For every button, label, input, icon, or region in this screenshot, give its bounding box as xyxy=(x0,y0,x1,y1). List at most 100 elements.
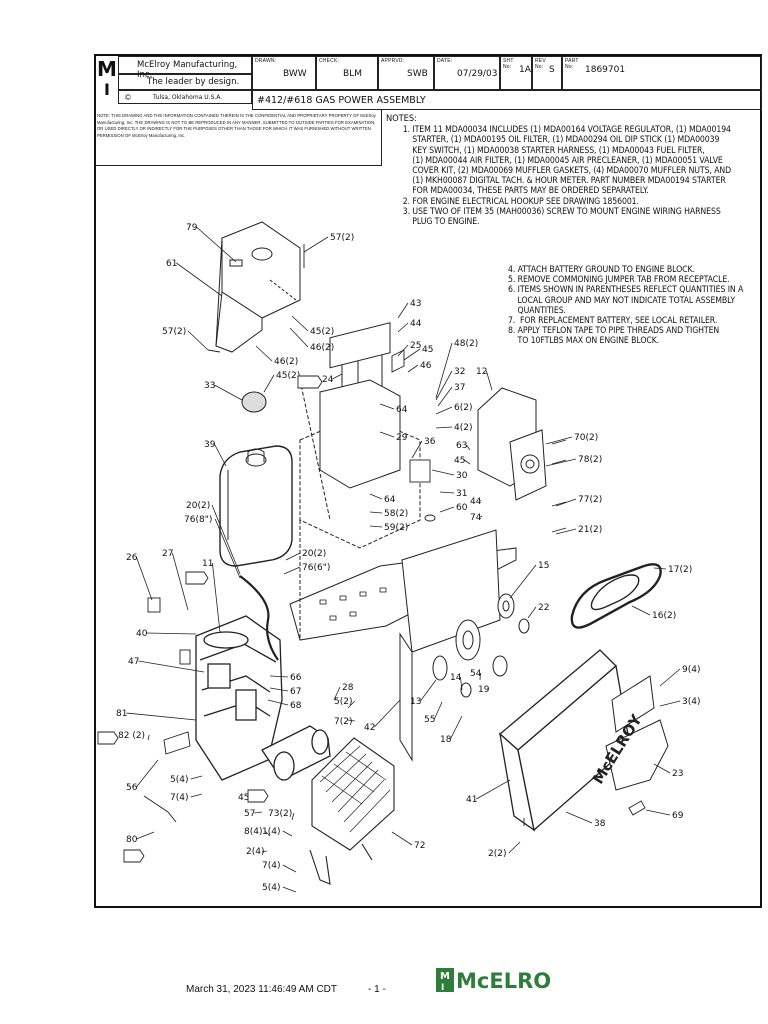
leader-line xyxy=(476,779,511,800)
note-line: COVER KIT, (2) MDA00069 MUFFLER GASKETS,… xyxy=(402,165,732,176)
leader-line xyxy=(282,886,297,893)
svg-text:M: M xyxy=(440,971,450,982)
callout-c31: 31 xyxy=(456,489,467,499)
callout-c45d: 45 xyxy=(454,456,465,466)
date-label: DATE: xyxy=(437,58,453,64)
leader-line xyxy=(264,830,271,837)
leader-line xyxy=(214,443,227,467)
note-flag-1 xyxy=(185,571,209,585)
date-cell: DATE: 07/29/03 xyxy=(434,56,500,90)
date-value: 07/29/03 xyxy=(457,69,498,79)
leader-line xyxy=(450,715,463,740)
leader-line xyxy=(176,262,223,297)
note-line: STARTER, (1) MDA00195 OIL FILTER, (1) MD… xyxy=(402,134,720,145)
leader-line xyxy=(437,386,453,407)
sheet-label: SHT No: xyxy=(503,58,514,70)
leader-line xyxy=(267,699,289,706)
leader-line xyxy=(269,687,289,692)
svg-text:I: I xyxy=(441,983,444,993)
note-line: 7. FOR REPLACEMENT BATTERY, SEE LOCAL RE… xyxy=(508,315,718,326)
callout-c78: 78(2) xyxy=(578,455,602,465)
sheet-cell: SHT No: 1A xyxy=(500,56,532,90)
callout-c7d: 7(4) xyxy=(262,861,280,871)
leader-line xyxy=(509,564,537,599)
leader-line xyxy=(190,793,203,798)
disclaimer-cell xyxy=(94,110,382,166)
note-flag-7 xyxy=(297,375,323,389)
callout-c82: 82 (2) xyxy=(118,731,145,741)
muffler-guard xyxy=(309,737,395,885)
callout-c41: 41 xyxy=(466,795,477,805)
callout-c64b: 64 xyxy=(384,495,396,505)
callout-c7b: 7(2) xyxy=(334,717,352,727)
leader-line xyxy=(333,686,341,701)
callout-c19: 19 xyxy=(478,685,490,695)
location: Tulsa, Oklahoma U.S.A. xyxy=(153,94,223,101)
drawing-frame xyxy=(94,54,762,908)
part-value: 1869701 xyxy=(585,65,626,75)
callout-c60: 60 xyxy=(456,503,468,513)
callout-c29: 29 xyxy=(396,433,408,443)
leader-line xyxy=(285,552,301,561)
engine xyxy=(195,615,331,781)
callout-c66: 66 xyxy=(290,673,302,683)
callout-c38: 38 xyxy=(594,819,606,829)
note-flag-3 xyxy=(97,731,119,745)
leader-line xyxy=(283,566,301,575)
callout-c61: 61 xyxy=(166,259,177,269)
callout-c70: 70(2) xyxy=(574,433,598,443)
leader-line xyxy=(289,327,309,348)
leader-line xyxy=(369,525,383,528)
leader-line xyxy=(369,493,383,500)
leader-line xyxy=(138,660,205,673)
leader-line xyxy=(369,511,383,514)
svg-text:M: M xyxy=(97,57,117,81)
leader-line xyxy=(397,322,409,333)
callout-c48: 48(2) xyxy=(454,339,478,349)
leader-line xyxy=(136,556,153,601)
part-label: PART No: xyxy=(565,58,579,70)
callout-c45b: 45(2) xyxy=(276,371,300,381)
callout-c12: 12 xyxy=(476,367,487,377)
callout-c64: 64 xyxy=(396,405,408,415)
callout-c15: 15 xyxy=(538,561,549,571)
callout-c63: 63 xyxy=(456,441,467,451)
note-line: 1. ITEM 11 MDA00034 INCLUDES (1) MDA0016… xyxy=(402,124,731,135)
callout-c72: 72 xyxy=(414,841,425,851)
leader-line xyxy=(261,850,267,853)
leader-line xyxy=(659,668,681,687)
assembly-title-cell: #412/#618 GAS POWER ASSEMBLY xyxy=(252,90,762,110)
leader-line xyxy=(631,605,651,616)
note-line: 8. APPLY TEFLON TAPE TO PIPE THREADS AND… xyxy=(508,325,720,336)
leader-line xyxy=(645,809,671,816)
leader-line xyxy=(653,567,667,570)
assembly-title: #412/#618 GAS POWER ASSEMBLY xyxy=(257,95,426,106)
mcelroy-logo-icon: M I McELROY xyxy=(436,968,566,993)
note-line: TO 10FTLBS MAX ON ENGINE BLOCK. xyxy=(508,335,660,346)
callout-c37: 37 xyxy=(454,383,465,393)
callout-c57a: 57(2) xyxy=(330,233,354,243)
callout-c46c: 46 xyxy=(420,361,432,371)
leader-line xyxy=(466,444,471,451)
callout-c32: 32 xyxy=(454,367,465,377)
leader-line xyxy=(347,719,355,722)
callout-c28: 28 xyxy=(342,683,354,693)
hydraulic-pump xyxy=(477,387,547,501)
part-cell: PART No: 1869701 xyxy=(562,56,762,90)
callout-c22: 22 xyxy=(538,603,549,613)
leader-line xyxy=(397,302,409,319)
callout-c2b: 2(2) xyxy=(488,849,506,859)
callout-c68: 68 xyxy=(290,701,302,711)
note-line: 5. REMOVE COMMONING JUMPER TAB FROM RECE… xyxy=(508,274,730,285)
drawn-label: DRAWN: xyxy=(255,58,277,64)
callout-c33: 33 xyxy=(204,381,215,391)
callout-c8a: 8(4) xyxy=(244,827,262,837)
callout-c11: 11 xyxy=(202,559,213,569)
frame-base xyxy=(289,322,517,762)
confidentiality-disclaimer: NOTE: THIS DRAWING AND THE INFORMATION C… xyxy=(97,113,376,138)
callout-c36: 36 xyxy=(424,437,436,447)
callout-c17: 17(2) xyxy=(668,565,692,575)
leader-line xyxy=(545,436,573,445)
callout-c3a: 3(4) xyxy=(682,697,700,707)
callout-c30: 30 xyxy=(456,471,468,481)
